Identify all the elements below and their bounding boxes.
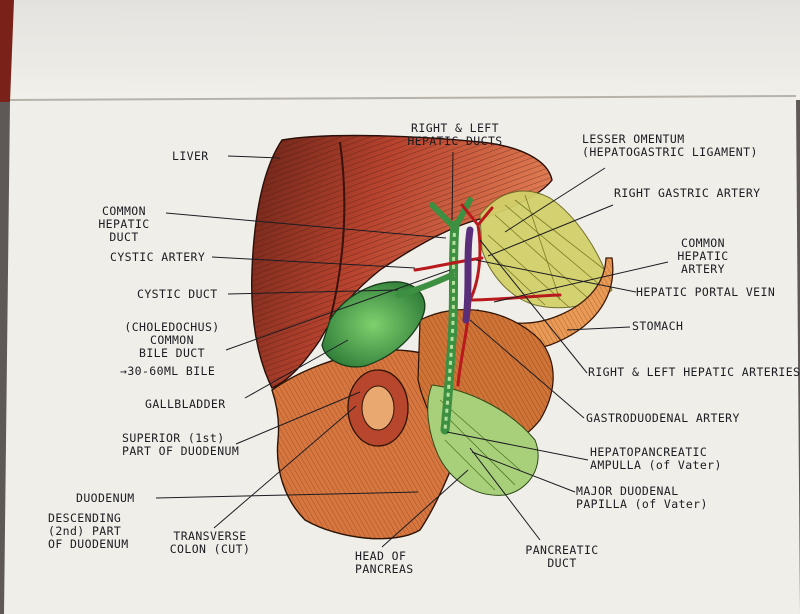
- cystic-duct-shape: [395, 272, 455, 298]
- label-descending-duodenum: DESCENDING (2nd) PART OF DUODENUM: [48, 511, 129, 551]
- label-cystic-duct: CYSTIC DUCT: [137, 287, 218, 301]
- lesser-omentum-shape: [479, 190, 613, 309]
- arteries: [413, 203, 562, 387]
- portal-vein-shape: [462, 226, 474, 324]
- label-common-bile-duct: (CHOLEDOCHUS) COMMON BILE DUCT: [124, 320, 220, 360]
- label-lesser-omentum: LESSER OMENTUM (HEPATOGASTRIC LIGAMENT): [582, 132, 758, 159]
- label-common-hepatic-artery: COMMON HEPATIC ARTERY: [677, 236, 729, 276]
- label-hepatic-arteries: RIGHT & LEFT HEPATIC ARTERIES: [588, 365, 800, 379]
- label-gastroduodenal-artery: GASTRODUODENAL ARTERY: [586, 411, 740, 425]
- liver-hatching: [251, 135, 553, 388]
- upper-page: [0, 0, 800, 102]
- colon-lumen: [361, 385, 395, 431]
- label-stomach: STOMACH: [632, 319, 684, 333]
- bile-duct-highlight: [443, 224, 457, 431]
- label-hepatopancreatic-ampulla: HEPATOPANCREATIC AMPULLA (of Vater): [590, 445, 722, 472]
- label-right-gastric-artery: RIGHT GASTRIC ARTERY: [614, 186, 761, 200]
- gallbladder-shape: [321, 281, 426, 368]
- notebook-spine: [0, 0, 14, 102]
- label-cystic-artery: CYSTIC ARTERY: [110, 250, 206, 264]
- label-major-duodenal-papilla: MAJOR DUODENAL PAPILLA (of Vater): [576, 484, 708, 511]
- label-head-of-pancreas: HEAD OF PANCREAS: [355, 549, 414, 576]
- pancreatic-duct-region: [427, 384, 539, 496]
- pancreas-lobules: [439, 399, 521, 491]
- label-superior-duodenum: SUPERIOR (1st) PART OF DUODENUM: [122, 431, 240, 458]
- label-liver: LIVER: [172, 149, 209, 163]
- hepatic-ducts-shape: [429, 197, 473, 231]
- page-fold: [9, 95, 797, 101]
- label-duodenum: DUODENUM: [76, 491, 135, 505]
- label-hepatic-ducts: RIGHT & LEFT HEPATIC DUCTS: [407, 121, 503, 148]
- label-pancreatic-duct: PANCREATIC DUCT: [525, 543, 599, 570]
- label-transverse-colon: TRANSVERSE COLON (CUT): [169, 529, 251, 556]
- label-bile-volume: →30-60ML BILE: [120, 364, 216, 378]
- leader-lines: [155, 151, 669, 548]
- liver-fissure: [329, 141, 346, 321]
- label-common-hepatic-duct: COMMON HEPATIC DUCT: [98, 204, 150, 244]
- label-gallbladder: GALLBLADDER: [145, 397, 226, 411]
- label-hepatic-portal-vein: HEPATIC PORTAL VEIN: [636, 285, 776, 299]
